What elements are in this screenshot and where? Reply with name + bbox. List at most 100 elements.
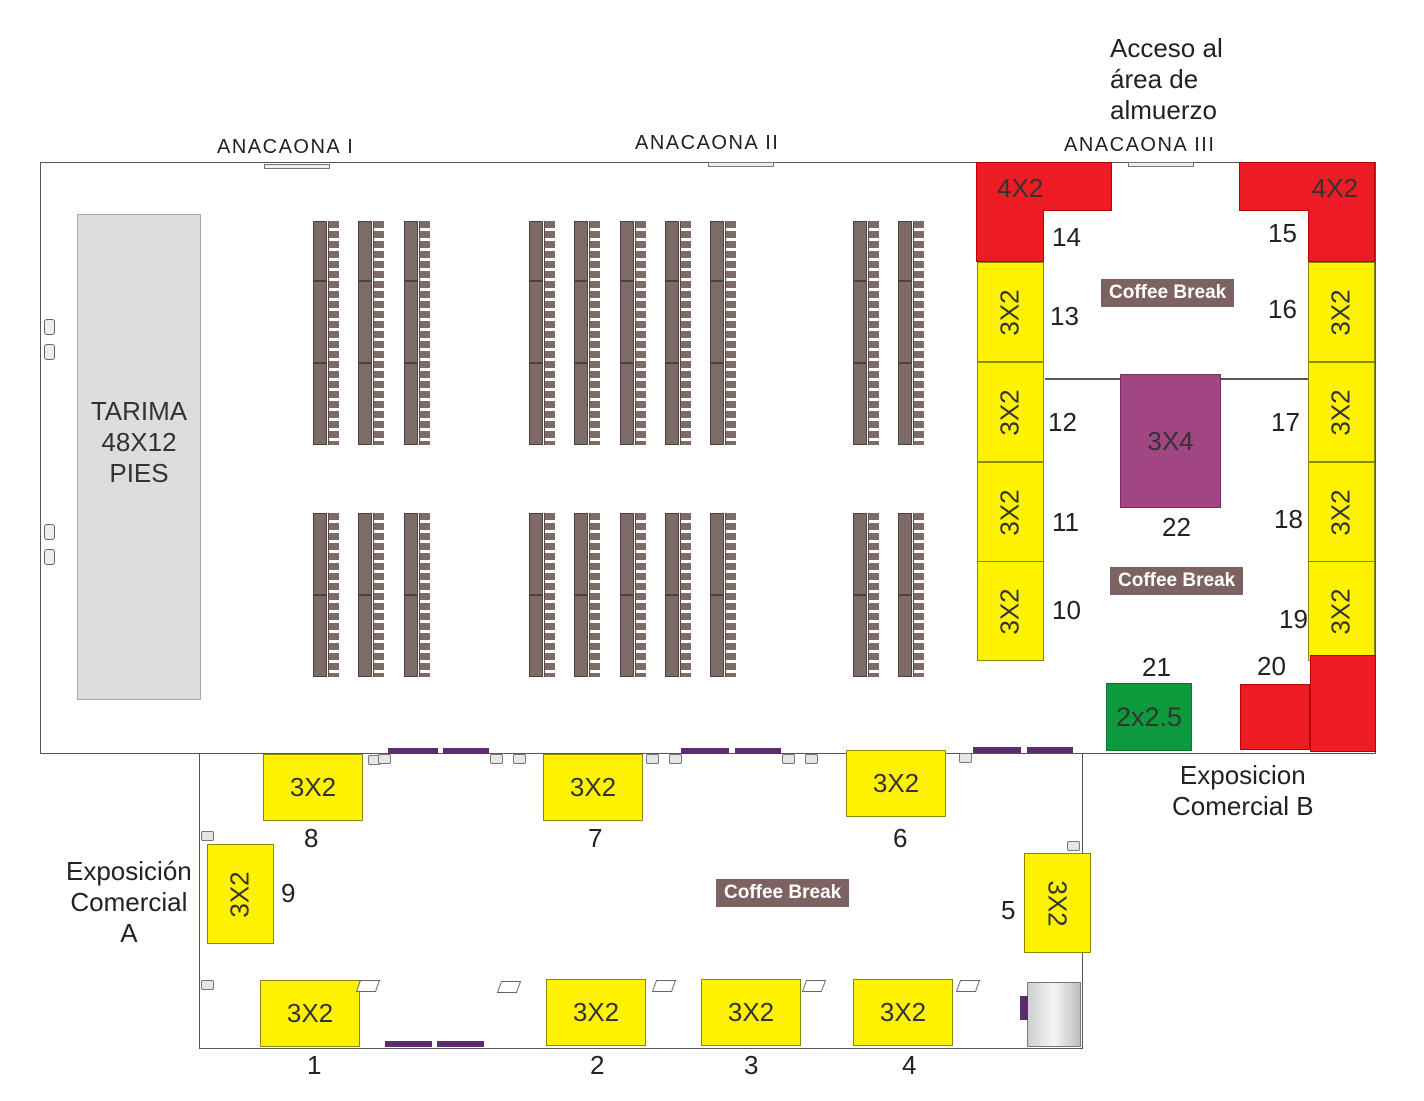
table-column [529,221,555,445]
fixture [782,754,795,764]
booth-13[interactable]: 3X2 [977,262,1044,362]
table [620,281,634,363]
booth-16[interactable]: 3X2 [1308,262,1375,362]
table [853,595,867,677]
table [853,363,867,445]
partition-door [385,1041,432,1047]
fixture [513,754,526,764]
table [853,281,867,363]
table-column [620,221,646,445]
table [529,595,543,677]
table-column [574,513,600,677]
stage: TARIMA 48X12 PIES [77,214,201,700]
table [665,513,679,595]
table [313,363,327,445]
booth-20[interactable] [1240,684,1310,750]
expo-b-label: Exposicion Comercial B [1172,760,1314,821]
chairs [373,513,384,677]
table-column [404,513,430,677]
booth-number: 20 [1257,651,1286,681]
booth-5[interactable]: 3X2 [1024,853,1091,953]
booth-size: 3X2 [994,288,1025,336]
booth-14-extension [976,210,1044,262]
booth-number: 10 [1052,595,1081,625]
booth-4[interactable]: 3X2 [853,979,953,1046]
table-column [665,221,691,445]
booth-size: 3X2 [1325,587,1356,635]
table [574,363,588,445]
booth-19[interactable]: 3X2 [1308,561,1375,661]
booth-15[interactable]: 4X2 [1239,162,1375,211]
equipment-handle [1020,996,1028,1020]
booth-size: 4X2 [1311,173,1358,203]
table [898,221,912,281]
chairs [544,221,555,445]
room-anacaona-3: ANACAONA III [1064,134,1216,156]
chairs [328,513,339,677]
fixture [490,754,503,764]
chairs [868,221,879,445]
room-anacaona-1: ANACAONA I [217,136,355,158]
booth-number: 1 [307,1050,322,1080]
booth-number: 18 [1274,504,1303,534]
coffee-break-station: Coffee Break [1110,567,1244,595]
booth-17[interactable]: 3X2 [1308,362,1375,462]
table-column [358,513,384,677]
booth-size: 3X2 [289,772,337,802]
booth-2[interactable]: 3X2 [546,979,646,1046]
coffee-break-station: Coffee Break [716,879,850,907]
booth-number: 17 [1271,407,1300,437]
booth-14[interactable]: 4X2 [976,162,1112,211]
booth-number: 7 [588,823,603,853]
booth-20-corner [1310,655,1376,752]
booth-number: 12 [1048,407,1077,437]
booth-9[interactable]: 3X2 [207,844,274,944]
booth-number: 2 [590,1050,605,1080]
table-column [529,513,555,677]
booth-number: 9 [281,878,296,908]
door [708,162,774,167]
chairs [725,221,736,445]
booth-12[interactable]: 3X2 [977,362,1044,462]
booth-10[interactable]: 3X2 [977,561,1044,661]
chairs [544,513,555,677]
booth-21[interactable]: 2x2.5 [1106,683,1192,751]
booth-number: 13 [1050,301,1079,331]
booth-11[interactable]: 3X2 [977,462,1044,562]
fixture [1067,841,1080,851]
wall-fixture [44,549,55,565]
table [529,363,543,445]
chairs [635,513,646,677]
partition-door [388,748,438,754]
partition-door [681,748,729,754]
booth-number: 6 [893,823,908,853]
table [710,363,724,445]
chairs [635,221,646,445]
booth-8[interactable]: 3X2 [263,754,363,821]
table-column [313,221,339,445]
booth-number: 3 [744,1050,759,1080]
booth-size: 3X2 [224,870,255,918]
booth-6[interactable]: 3X2 [846,750,946,817]
expo-a-label: Exposición Comercial A [66,856,192,948]
table-column [710,221,736,445]
booth-7[interactable]: 3X2 [543,754,643,821]
table-column [358,221,384,445]
table [898,513,912,595]
table [574,281,588,363]
booth-size: 2x2.5 [1115,701,1183,732]
booth-size: 3X2 [872,768,920,798]
table [313,595,327,677]
table [574,221,588,281]
table [665,363,679,445]
table [898,595,912,677]
table [358,595,372,677]
table [620,221,634,281]
booth-1[interactable]: 3X2 [260,980,360,1047]
booth-3[interactable]: 3X2 [701,979,801,1046]
fixture [378,754,391,764]
table-column [898,513,924,677]
booth-18[interactable]: 3X2 [1308,462,1375,562]
chairs [680,513,691,677]
booth-22[interactable]: 3X4 [1120,374,1221,508]
